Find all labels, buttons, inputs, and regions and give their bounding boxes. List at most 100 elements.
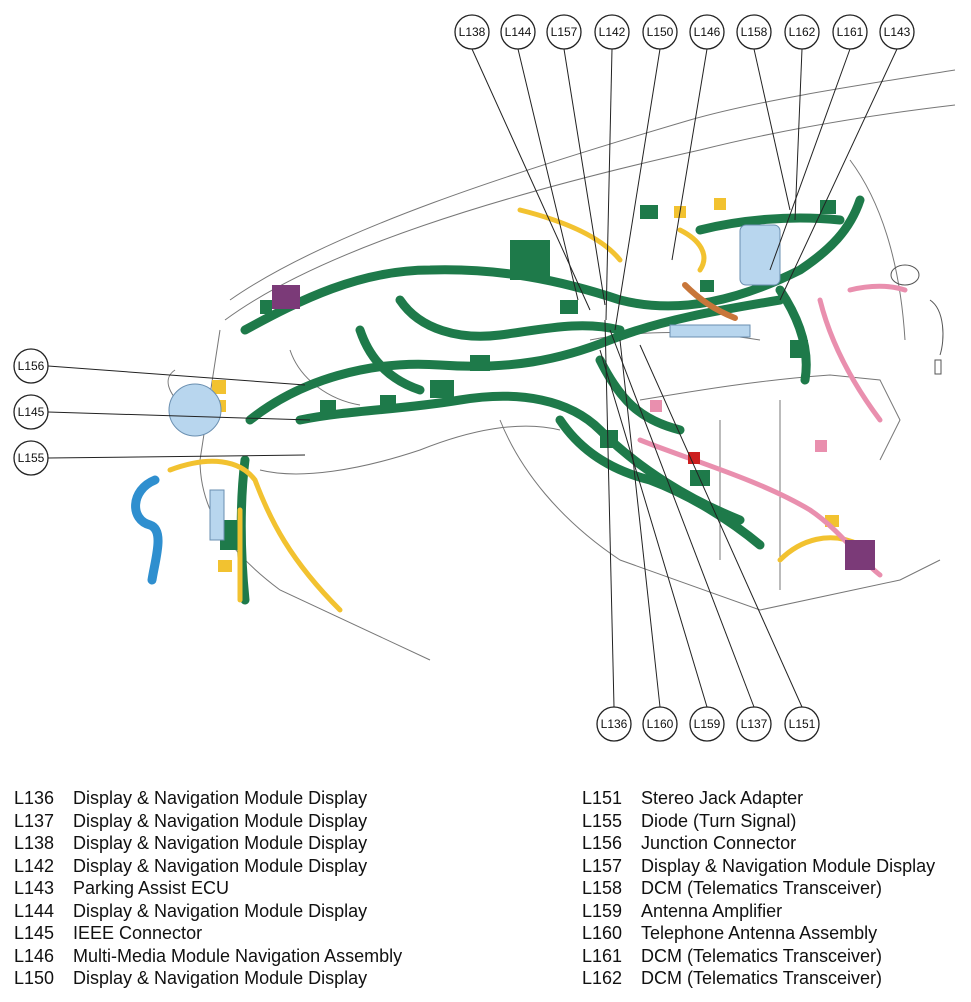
- callout-bubble: L160: [642, 706, 678, 742]
- legend-desc: Display & Navigation Module Display: [73, 968, 368, 988]
- legend-item: L144 Display & Navigation Module Display: [14, 900, 402, 923]
- callout-bubble: L162: [784, 14, 820, 50]
- leader-line: [619, 339, 661, 708]
- legend-desc: Display & Navigation Module Display: [73, 810, 368, 831]
- callout-bubble: L146: [689, 14, 725, 50]
- legend-desc: Telephone Antenna Assembly: [641, 923, 878, 943]
- legend-code: L159: [582, 900, 623, 921]
- legend-desc: IEEE Connector: [73, 923, 203, 943]
- legend-code: L144: [14, 900, 55, 921]
- callout-circle: [454, 14, 490, 50]
- leader-line: [563, 48, 606, 306]
- legend-code: L145: [14, 923, 55, 943]
- callout-circle: [500, 14, 536, 50]
- leader-lines: [47, 48, 898, 708]
- wiring-harness-diagram: L138 L144 L157 L142 L150 L146 L158 L162 L161 L143…: [13, 14, 956, 742]
- callout-circle: [689, 706, 725, 742]
- callout-label: L158: [741, 25, 768, 39]
- red-connector: [688, 452, 700, 464]
- legend-code: L138: [14, 833, 55, 853]
- callout-circle: [13, 440, 49, 476]
- legend-code: L158: [582, 878, 623, 898]
- callout-bubble: L142: [594, 14, 630, 50]
- leader-line: [47, 454, 306, 459]
- legend-code: L157: [582, 855, 623, 876]
- callout-circle: [594, 14, 630, 50]
- legend-desc: Multi-Media Module Navigation Assembly: [73, 945, 403, 966]
- orange-harness: [682, 282, 738, 321]
- callout-label: L137: [741, 717, 768, 731]
- callout-label: L143: [884, 25, 911, 39]
- callout-bubble: L156: [13, 348, 49, 384]
- legend-desc: Display & Navigation Module Display: [73, 900, 368, 921]
- callout-bubble: L137: [736, 706, 772, 742]
- callout-label: L160: [647, 717, 674, 731]
- legend-item: L145 IEEE Connector: [14, 922, 402, 945]
- legend-desc: DCM (Telematics Transceiver): [641, 968, 883, 988]
- legend-code: L150: [14, 968, 55, 988]
- legend-code: L160: [582, 923, 623, 943]
- legend-item: L142 Display & Navigation Module Display: [14, 855, 402, 878]
- callout-label: L157: [551, 25, 578, 39]
- callout-bubble: L144: [500, 14, 536, 50]
- legend-desc: Display & Navigation Module Display: [73, 855, 368, 876]
- callout-bubble: L155: [13, 440, 49, 476]
- legend-code: L162: [582, 968, 623, 988]
- leader-line: [599, 349, 708, 708]
- callout-bubble: L150: [642, 14, 678, 50]
- callout-bubble: L159: [689, 706, 725, 742]
- callout-bubble: L136: [596, 706, 632, 742]
- legend-code: L161: [582, 945, 623, 966]
- callout-bubble: L145: [13, 394, 49, 430]
- leader-line: [604, 319, 615, 708]
- legend-desc: Diode (Turn Signal): [641, 810, 797, 831]
- legend-item: L157 Display & Navigation Module Display: [582, 855, 935, 878]
- callout-label: L161: [837, 25, 864, 39]
- leader-line: [605, 48, 613, 321]
- callout-label: L159: [694, 717, 721, 731]
- callout-label: L136: [601, 717, 628, 731]
- callout-label: L156: [18, 359, 45, 373]
- leader-line: [753, 48, 791, 211]
- callout-label: L138: [459, 25, 486, 39]
- leader-line: [769, 48, 851, 271]
- legend-item: L150 Display & Navigation Module Display: [14, 967, 402, 990]
- callout-circle: [546, 14, 582, 50]
- legend-item: L156 Junction Connector: [582, 832, 935, 855]
- leader-line: [517, 48, 579, 301]
- legend-desc: Display & Navigation Module Display: [73, 788, 368, 808]
- callout-label: L144: [505, 25, 532, 39]
- legend-desc: Junction Connector: [641, 833, 797, 853]
- legend-desc: Display & Navigation Module Display: [73, 833, 368, 853]
- callout-label: L145: [18, 405, 45, 419]
- callout-circle: [13, 348, 49, 384]
- leader-line: [794, 48, 803, 221]
- legend-desc: Display & Navigation Module Display: [641, 855, 936, 876]
- legend-item: L162 DCM (Telematics Transceiver): [582, 967, 935, 990]
- leader-line: [609, 329, 755, 708]
- leader-line: [47, 411, 311, 421]
- callout-circle: [596, 706, 632, 742]
- legend-item: L138 Display & Navigation Module Display: [14, 832, 402, 855]
- legend-code: L156: [582, 833, 623, 853]
- legend-code: L137: [14, 810, 55, 831]
- legend-item: L160 Telephone Antenna Assembly: [582, 922, 935, 945]
- legend-code: L142: [14, 855, 55, 876]
- legend-code: L143: [14, 878, 55, 898]
- callout-label: L146: [694, 25, 721, 39]
- legend-code: L151: [582, 788, 623, 808]
- callout-circle: [736, 706, 772, 742]
- leader-line: [671, 48, 708, 261]
- callout-circle: [642, 706, 678, 742]
- callout-label: L155: [18, 451, 45, 465]
- callout-bubble: L151: [784, 706, 820, 742]
- leader-line: [779, 48, 898, 301]
